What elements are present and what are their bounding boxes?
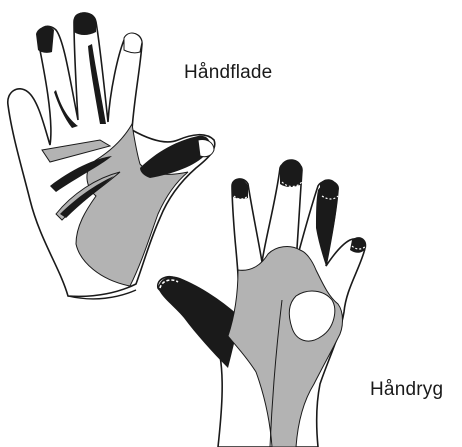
back-hand: [158, 159, 367, 447]
palm-label: Håndflade: [184, 62, 272, 84]
palm-fingertip-middle: [124, 33, 142, 53]
palm-fingertip-little: [36, 27, 54, 53]
palm-fingertip-ring: [74, 12, 96, 35]
back-of-hand-label: Håndryg: [370, 379, 443, 401]
palm-hand: [8, 12, 215, 299]
back-thumb-black: [158, 276, 240, 368]
